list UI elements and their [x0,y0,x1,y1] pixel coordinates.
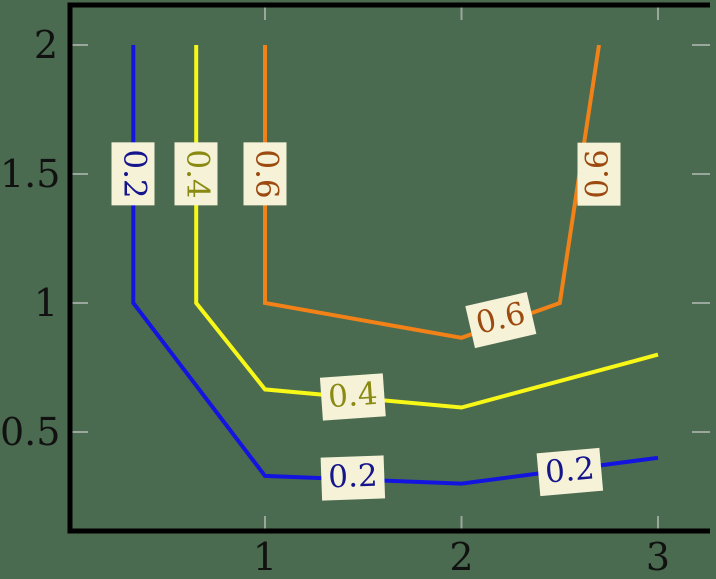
tick-marks-group [70,5,710,531]
contour-label-0-2: 0.2 [321,455,386,502]
contour-label-0-2: 0.2 [111,142,155,206]
contour-label-0-6: 0.6 [577,142,621,206]
contour-label-0-2: 0.2 [536,447,603,497]
x-axis-tick-label: 3 [645,535,671,579]
contour-line-0-4 [194,45,659,410]
contour-label-0-4: 0.4 [320,373,387,421]
contour-line-0-6 [263,44,601,340]
contour-line-0-2 [131,45,659,486]
contour-label-0-4: 0.4 [174,142,218,206]
contour-lines-group [131,44,659,486]
x-axis-tick-label: 1 [252,535,278,579]
axis-frame [67,2,710,534]
y-axis-tick-label: 1.5 [0,152,61,196]
contour-label-0-6: 0.6 [243,142,287,206]
plot-frame-border [67,2,710,534]
y-axis-tick-label: 0.5 [0,410,61,454]
y-axis-tick-label: 2 [33,23,58,67]
y-axis-tick-label: 1 [33,281,58,325]
x-axis-tick-label: 2 [449,535,474,579]
